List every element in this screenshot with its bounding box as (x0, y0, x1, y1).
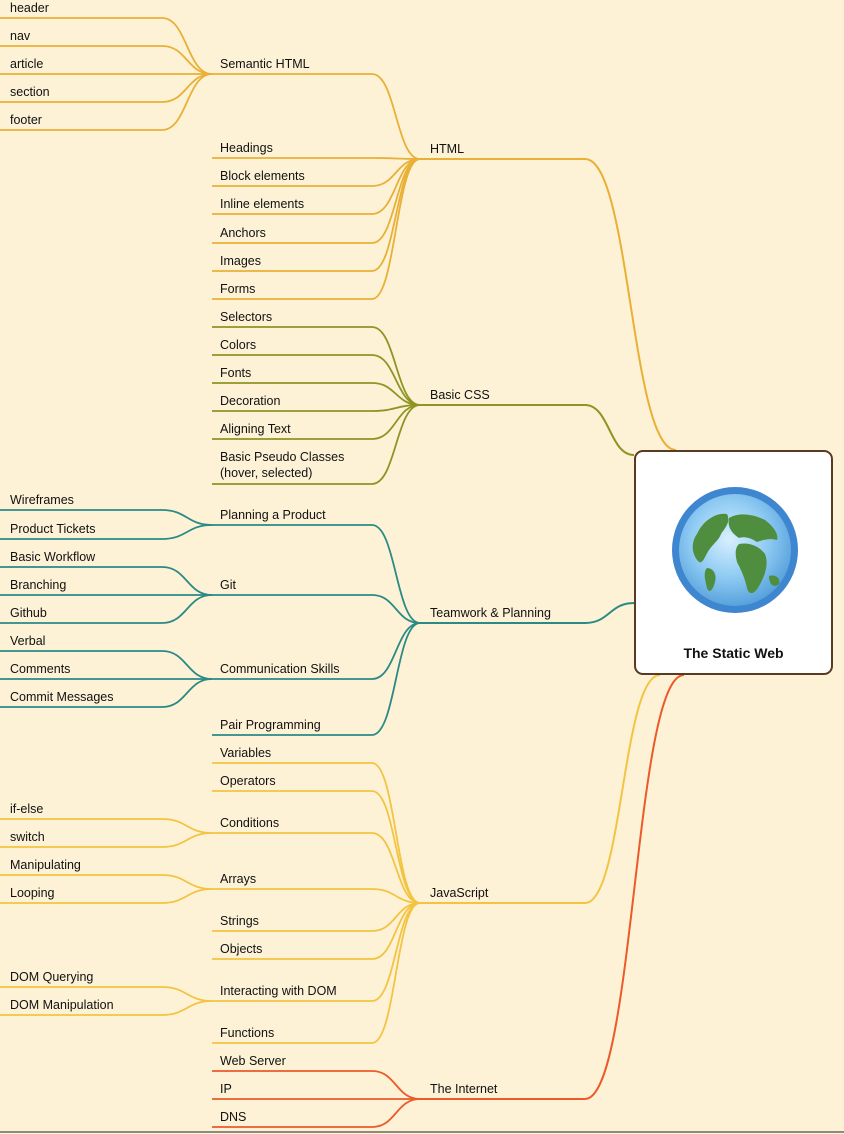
node-label[interactable]: Arrays (220, 872, 257, 886)
link-if-else (161, 818, 213, 834)
node-label[interactable]: Comments (10, 662, 71, 676)
link-nav (161, 45, 213, 75)
node-label[interactable]: Functions (220, 1026, 275, 1040)
node-label[interactable]: Basic Workflow (10, 550, 96, 564)
link-basic-pseudo-classes-hover-selected (371, 404, 421, 485)
node-label[interactable]: Conditions (220, 816, 280, 830)
link-teamwork-planning-root (584, 602, 635, 624)
node-label[interactable]: Basic Pseudo Classes (hover, selected) (220, 450, 345, 480)
node-label[interactable]: header (10, 1, 49, 15)
link-basic-css-root (584, 404, 635, 456)
link-conditions (371, 832, 421, 904)
node-label[interactable]: Commit Messages (10, 690, 114, 704)
link-aligning-text (371, 404, 421, 440)
link-communication-skills (371, 622, 421, 680)
node-label[interactable]: DOM Manipulation (10, 998, 114, 1012)
node-label[interactable]: section (10, 85, 50, 99)
root-node[interactable]: The Static Web (634, 450, 833, 675)
node-label[interactable]: Fonts (220, 366, 252, 380)
link-javascript-root (584, 674, 661, 904)
link-switch (161, 832, 213, 848)
link-footer (161, 73, 213, 131)
node-label[interactable]: Pair Programming (220, 718, 321, 732)
link-github (161, 594, 213, 624)
root-title: The Static Web (683, 645, 784, 661)
node-label[interactable]: Colors (220, 338, 257, 352)
node-label[interactable]: Interacting with DOM (220, 984, 337, 998)
node-label[interactable]: article (10, 57, 44, 71)
node-label[interactable]: Variables (220, 746, 272, 760)
node-label[interactable]: Aligning Text (220, 422, 291, 436)
node-label[interactable]: Teamwork & Planning (430, 606, 551, 620)
node-label[interactable]: Selectors (220, 310, 273, 324)
node-label[interactable]: Verbal (10, 634, 46, 648)
node-label[interactable]: JavaScript (430, 886, 489, 900)
node-label[interactable]: Inline elements (220, 197, 305, 211)
link-arrays (371, 888, 421, 904)
link-header (161, 17, 213, 75)
node-label[interactable]: The Internet (430, 1082, 498, 1096)
link-operators (371, 790, 421, 904)
node-label[interactable]: Wireframes (10, 493, 74, 507)
node-label[interactable]: if-else (10, 802, 44, 816)
link-dom-querying (161, 986, 213, 1002)
link-selectors (371, 326, 421, 406)
node-label[interactable]: DNS (220, 1110, 247, 1124)
link-inline-elements (371, 158, 421, 215)
node-label[interactable]: Operators (220, 774, 276, 788)
link-basic-workflow (161, 566, 213, 596)
node-label[interactable]: Web Server (220, 1054, 286, 1068)
link-section (161, 73, 213, 103)
node-label[interactable]: Decoration (220, 394, 281, 408)
node-label[interactable]: HTML (430, 142, 465, 156)
link-variables (371, 762, 421, 904)
link-headings (371, 157, 421, 160)
node-label[interactable]: Planning a Product (220, 508, 326, 522)
node-label[interactable]: Looping (10, 886, 55, 900)
link-product-tickets (161, 524, 213, 540)
link-functions (371, 902, 421, 1044)
node-label[interactable]: footer (10, 113, 42, 127)
node-label[interactable]: Product Tickets (10, 522, 96, 536)
node-label[interactable]: Forms (220, 282, 256, 296)
link-commit-messages (161, 678, 213, 708)
node-label[interactable]: Manipulating (10, 858, 81, 872)
link-git (371, 594, 421, 624)
node-label[interactable]: Communication Skills (220, 662, 340, 676)
link-web-server (371, 1070, 421, 1100)
node-label[interactable]: Objects (220, 942, 263, 956)
node-label[interactable]: Branching (10, 578, 67, 592)
node-label[interactable]: Semantic HTML (220, 57, 310, 71)
node-label[interactable]: Strings (220, 914, 259, 928)
link-images (371, 158, 421, 272)
link-dns (371, 1098, 421, 1128)
node-label[interactable]: switch (10, 830, 45, 844)
link-semantic-html (371, 73, 421, 160)
link-dom-manipulation (161, 1000, 213, 1016)
node-label[interactable]: Anchors (220, 226, 266, 240)
node-label[interactable]: Basic CSS (430, 388, 490, 402)
link-html-root (584, 158, 677, 451)
globe-icon (672, 487, 798, 613)
link-the-internet-root (584, 674, 685, 1100)
link-manipulating (161, 874, 213, 890)
link-pair-programming (371, 622, 421, 736)
node-label[interactable]: Git (220, 578, 236, 592)
node-label[interactable]: DOM Querying (10, 970, 94, 984)
node-label[interactable]: IP (220, 1082, 232, 1096)
link-forms (371, 158, 421, 300)
node-label[interactable]: Github (10, 606, 47, 620)
node-label[interactable]: Block elements (220, 169, 305, 183)
link-planning-a-product (371, 524, 421, 624)
link-verbal (161, 650, 213, 680)
link-looping (161, 888, 213, 904)
link-wireframes (161, 509, 213, 526)
node-label[interactable]: Headings (220, 141, 273, 155)
link-colors (371, 354, 421, 406)
node-label[interactable]: nav (10, 29, 31, 43)
node-label[interactable]: Images (220, 254, 261, 268)
